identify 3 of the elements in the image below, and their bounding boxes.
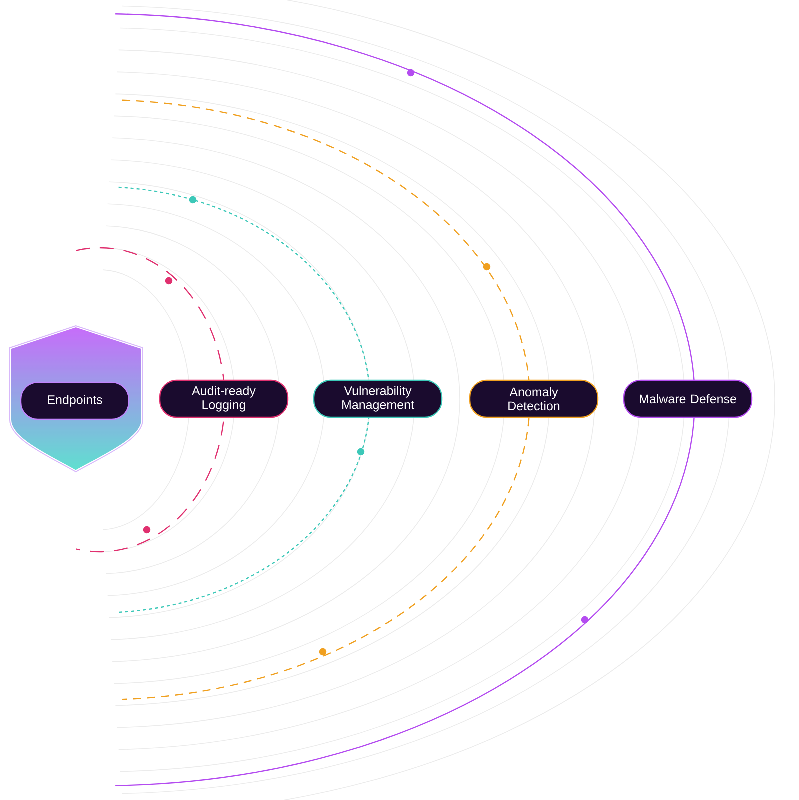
feature-pill: Anomaly Detection bbox=[469, 380, 599, 418]
feature-pill: Malware Defense bbox=[623, 380, 753, 418]
endpoint-pill: Endpoints bbox=[20, 382, 130, 420]
